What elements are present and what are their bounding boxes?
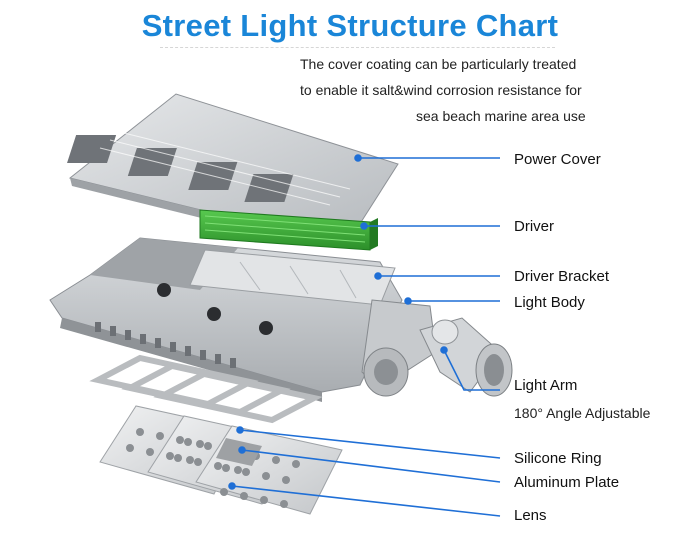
label-aluminum-plate: Aluminum Plate xyxy=(514,474,620,491)
label-light-arm: Light Arm xyxy=(514,377,578,394)
diagram-title: Street Light Structure Chart xyxy=(141,8,559,43)
label-lens: Lens xyxy=(514,507,547,524)
coating-note-line-1: The cover coating can be particularly tr… xyxy=(300,56,577,72)
label-power-cover: Power Cover xyxy=(514,151,601,168)
coating-note-line-2: to enable it salt&wind corrosion resista… xyxy=(300,82,582,98)
label-driver: Driver xyxy=(514,218,554,235)
label-light-arm-adjustable: 180° Angle Adjustable xyxy=(514,405,651,421)
title-divider xyxy=(160,47,555,48)
label-silicone-ring: Silicone Ring xyxy=(514,450,602,467)
driver-part xyxy=(199,209,378,251)
leader-lines xyxy=(228,154,501,517)
lens-part xyxy=(99,405,343,515)
label-light-body: Light Body xyxy=(514,294,585,311)
aluminum-plate-part xyxy=(89,354,323,424)
label-driver-bracket: Driver Bracket xyxy=(514,268,610,285)
coating-note-line-3: sea beach marine area use xyxy=(416,108,586,124)
light-arm-part xyxy=(361,299,513,397)
